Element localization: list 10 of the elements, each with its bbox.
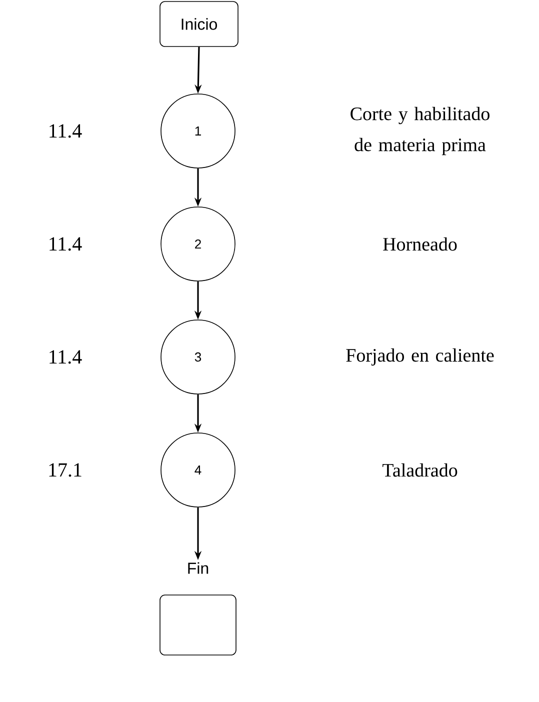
step-description: Horneado xyxy=(383,237,457,251)
time-value: 11.4 xyxy=(50,124,82,138)
time-value: 17.1 xyxy=(49,463,82,477)
time-value: 11.4 xyxy=(50,350,82,364)
step-description: Taladrado xyxy=(382,463,458,477)
start-box: Inicio xyxy=(160,1,238,47)
step-description: Corte y habilitado de materia prima xyxy=(350,106,490,156)
time-value: 11.4 xyxy=(50,237,82,251)
end-label: Fin xyxy=(188,562,208,574)
step-description: Forjado en caliente xyxy=(346,348,494,366)
